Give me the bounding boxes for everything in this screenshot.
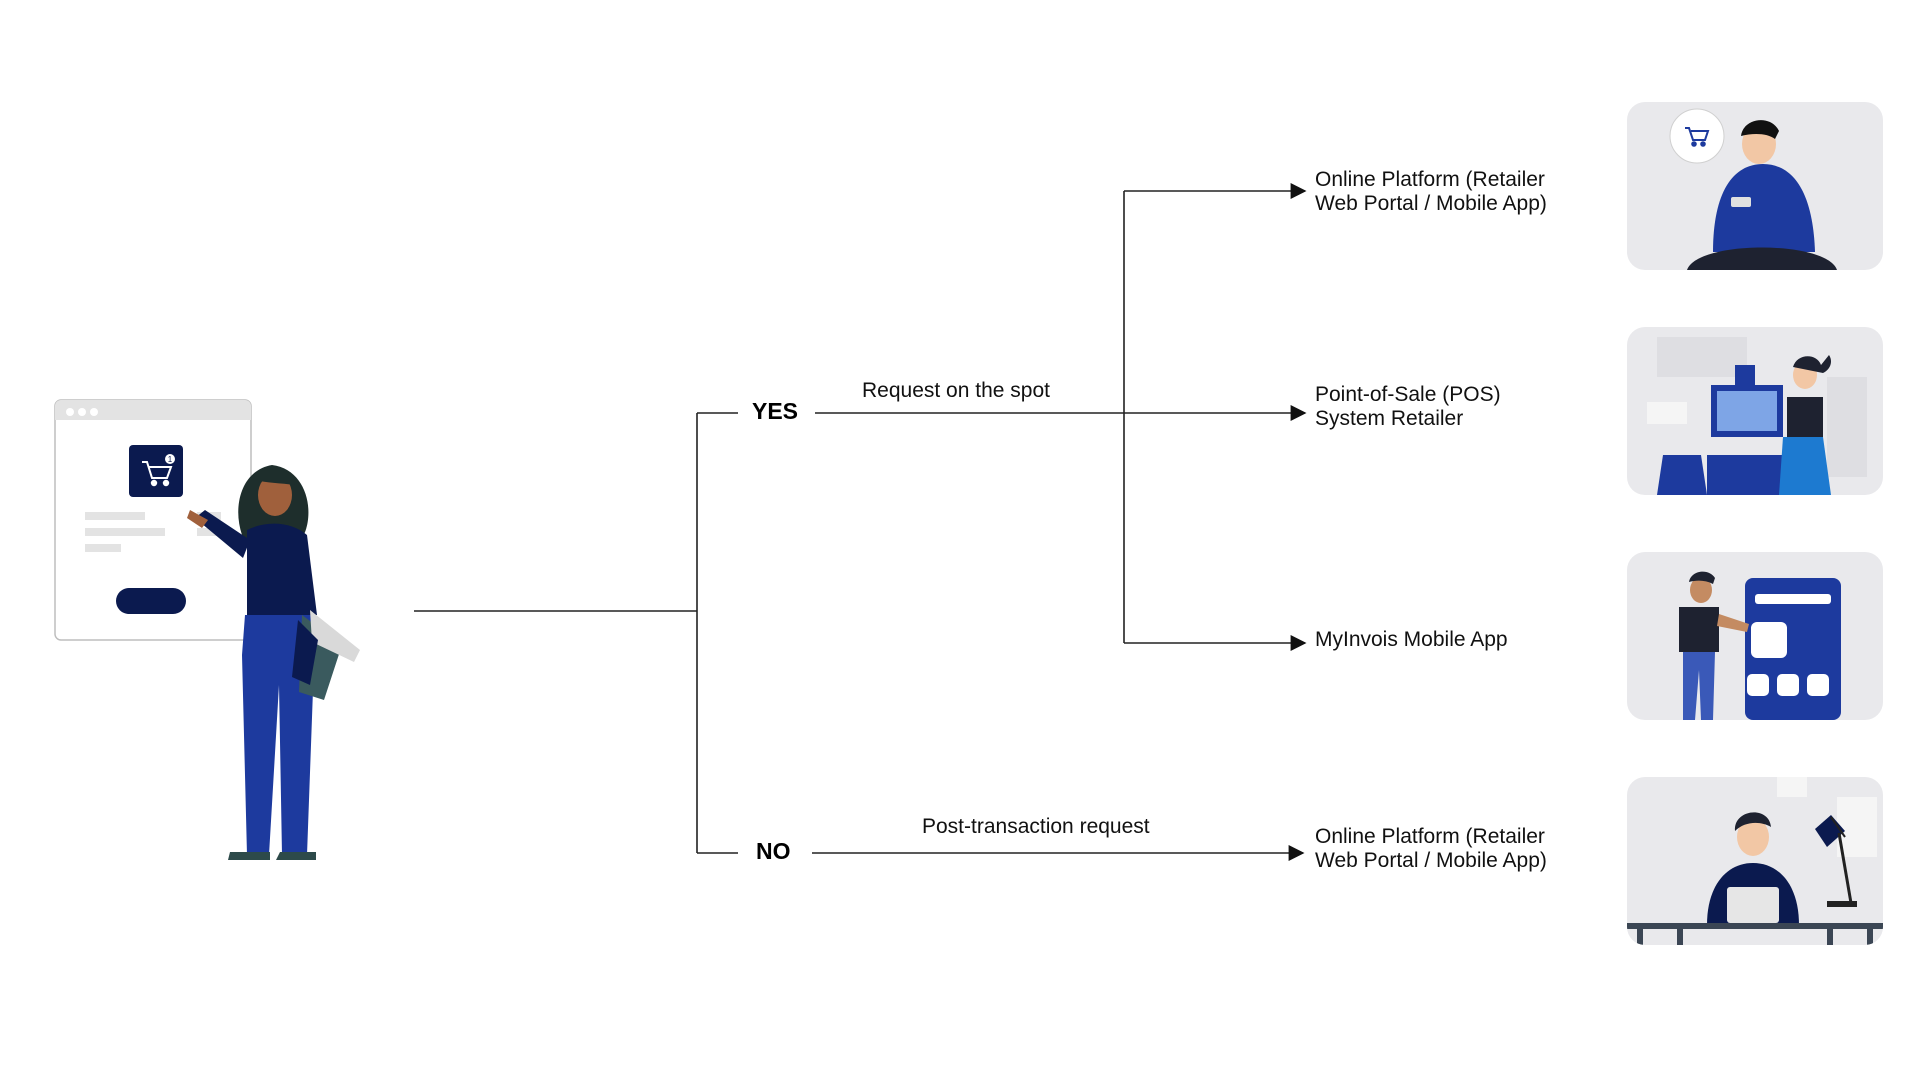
post-transaction-label: Post-transaction request [922, 815, 1150, 838]
dest-line1: MyInvois Mobile App [1315, 628, 1508, 651]
dest-line2: Web Portal / Mobile App) [1315, 192, 1547, 215]
dest-pos-system: Point-of-Sale (POS) System Retailer [1315, 383, 1501, 431]
yes-label: YES [752, 398, 799, 424]
dest-online-platform-yes: Online Platform (Retailer Web Portal / M… [1315, 168, 1547, 216]
dest-online-platform-no: Online Platform (Retailer Web Portal / M… [1315, 825, 1547, 873]
online-shopper-illustration [1627, 102, 1883, 270]
pos-cashier-illustration [1627, 327, 1883, 495]
dest-line1: Point-of-Sale (POS) [1315, 383, 1501, 406]
laptop-desk-illustration [1627, 777, 1883, 945]
dest-line1: Online Platform (Retailer [1315, 825, 1545, 848]
dest-line1: Online Platform (Retailer [1315, 168, 1545, 191]
dest-line2: Web Portal / Mobile App) [1315, 849, 1547, 872]
dest-myinvois-app: MyInvois Mobile App [1315, 628, 1508, 652]
no-label: NO [756, 838, 791, 864]
dest-line2: System Retailer [1315, 407, 1464, 430]
cart-badge: 1 [168, 455, 173, 464]
request-on-spot-label: Request on the spot [862, 379, 1050, 402]
cart-icon [1685, 127, 1710, 147]
mobile-app-illustration [1627, 552, 1883, 720]
cart-icon [142, 461, 173, 487]
shopper-illustration: 1 [54, 399, 360, 860]
